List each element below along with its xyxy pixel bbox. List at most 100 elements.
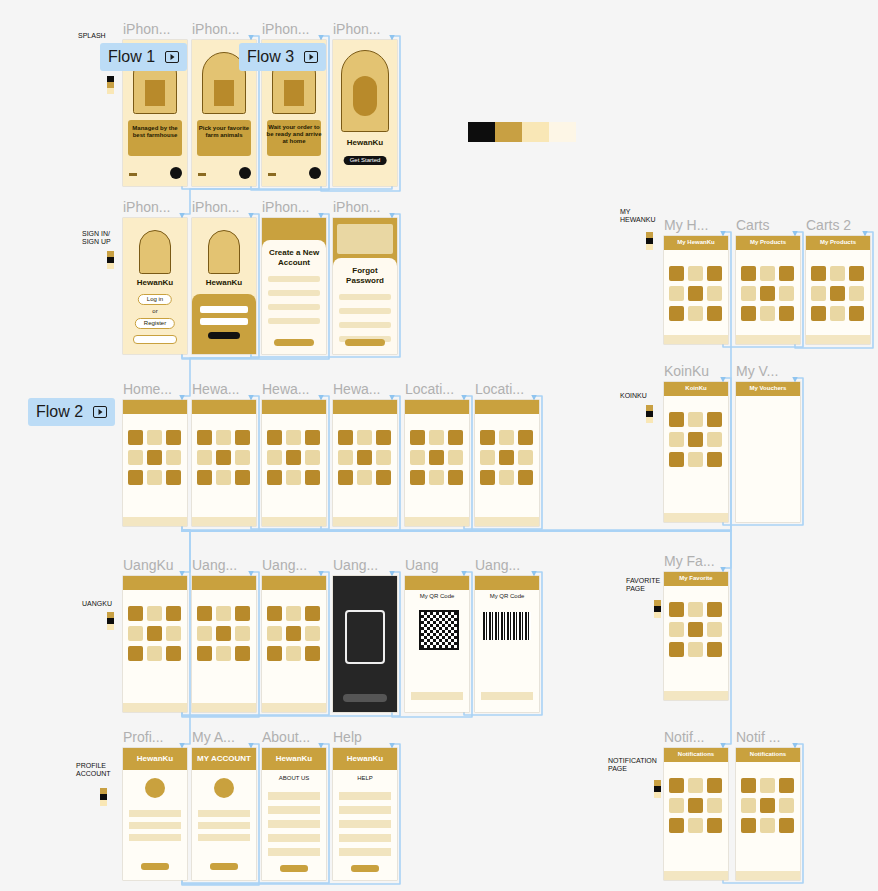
screen-text: My QR Code [479,593,535,600]
screen-shape [166,450,181,465]
screen-shape [337,224,393,254]
section-label: KOINKU [620,392,656,400]
screen-shape [410,470,425,485]
prototype-connector [795,232,873,348]
screen-shape [481,692,533,700]
screen-text: Managed by the best farmhouse [127,125,183,139]
frame-title: iPhon... [333,199,380,215]
screen-shape [429,430,444,445]
screen-text: KoinKu [668,385,724,392]
screen-shape [305,430,320,445]
section-label: SPLASH [78,32,118,40]
screen-shape [262,240,326,354]
screen-shape [268,318,320,324]
screen-shape [475,517,539,526]
screen-shape [286,450,301,465]
screen-shape [669,602,684,617]
screen-shape [707,602,722,617]
screen-shape [448,450,463,465]
screen-shape [405,576,469,590]
screen-shape [760,798,775,813]
prototype-connector [392,572,472,717]
screen-shape [779,778,794,793]
frame-title: Uang... [333,557,378,573]
screen-shape [147,450,162,465]
screen-shape [741,286,756,301]
screen-shape [286,646,301,661]
screen-shape [262,703,326,712]
screen-shape [707,432,722,447]
screen-text: My QR Code [409,593,465,600]
screen-shape [197,626,212,641]
phone-frame: Carts 2My Products [806,236,870,344]
frame-title: Home... [123,381,172,397]
screen-shape [357,450,372,465]
screen-shape [200,306,248,313]
screen-shape [339,322,391,328]
phone-frame: CartsMy Products [736,236,800,344]
screen-shape [339,294,391,300]
phone-frame: iPhon...HewanKuLog inorRegister [123,218,187,354]
phone-frame: KoinKuKoinKu [664,382,728,522]
frame-title: My Fa... [664,553,715,569]
screen-shape [707,306,722,321]
screen-shape [779,798,794,813]
play-icon [304,51,318,63]
screen-shape [688,266,703,281]
screen-shape [669,622,684,637]
frame-title: Locati... [475,381,524,397]
screen-shape [197,470,212,485]
screen-text: HewanKu [337,754,393,764]
screen-shape [707,266,722,281]
prototype-connector [321,396,400,530]
screen-shape [286,626,301,641]
screen-shape [210,863,238,870]
screen-shape [267,450,282,465]
prototype-connector [182,232,731,531]
phone-frame: iPhon...Forgot Password [333,218,397,354]
screen-shape [811,266,826,281]
screen-shape [123,400,187,414]
screen-shape [166,430,181,445]
screen-text: Create a New Account [266,248,322,267]
screen-shape [410,430,425,445]
screen-shape [339,848,391,856]
screen-shape [268,806,320,814]
prototype-connector [723,232,803,347]
phone-frame: My V...My Vouchers [736,382,800,522]
screen-shape [338,470,353,485]
screen-shape [145,80,165,106]
screen-shape [166,626,181,641]
screen-shape [267,646,282,661]
screen-shape [664,691,728,700]
screen-shape [707,286,722,301]
screen-text: ABOUT US [266,775,322,782]
screen-shape [518,430,533,445]
prototype-connector [723,378,803,525]
screen-shape [688,412,703,427]
screen-shape [351,865,379,872]
play-icon [93,406,107,418]
screen-text: Register [135,318,175,329]
screen-shape [688,432,703,447]
screen-shape [141,863,169,870]
screen-shape [499,470,514,485]
screen-shape [267,626,282,641]
screen-shape [305,470,320,485]
screen-shape [849,286,864,301]
prototype-connector [251,214,400,357]
screen-text: My Favorite [668,575,724,582]
screen-shape [268,792,320,800]
screen-shape [669,798,684,813]
play-icon [165,51,179,63]
screen-shape [741,266,756,281]
screen-shape [353,76,377,116]
frame-title: Uang... [192,557,237,573]
screen-shape [664,513,728,522]
screen-shape [669,818,684,833]
frame-title: Locati... [405,381,454,397]
screen-shape [280,865,308,872]
screen-shape [216,450,231,465]
phone-frame: iPhon...HewanKuGet Started [333,40,397,186]
screen-shape [197,430,212,445]
